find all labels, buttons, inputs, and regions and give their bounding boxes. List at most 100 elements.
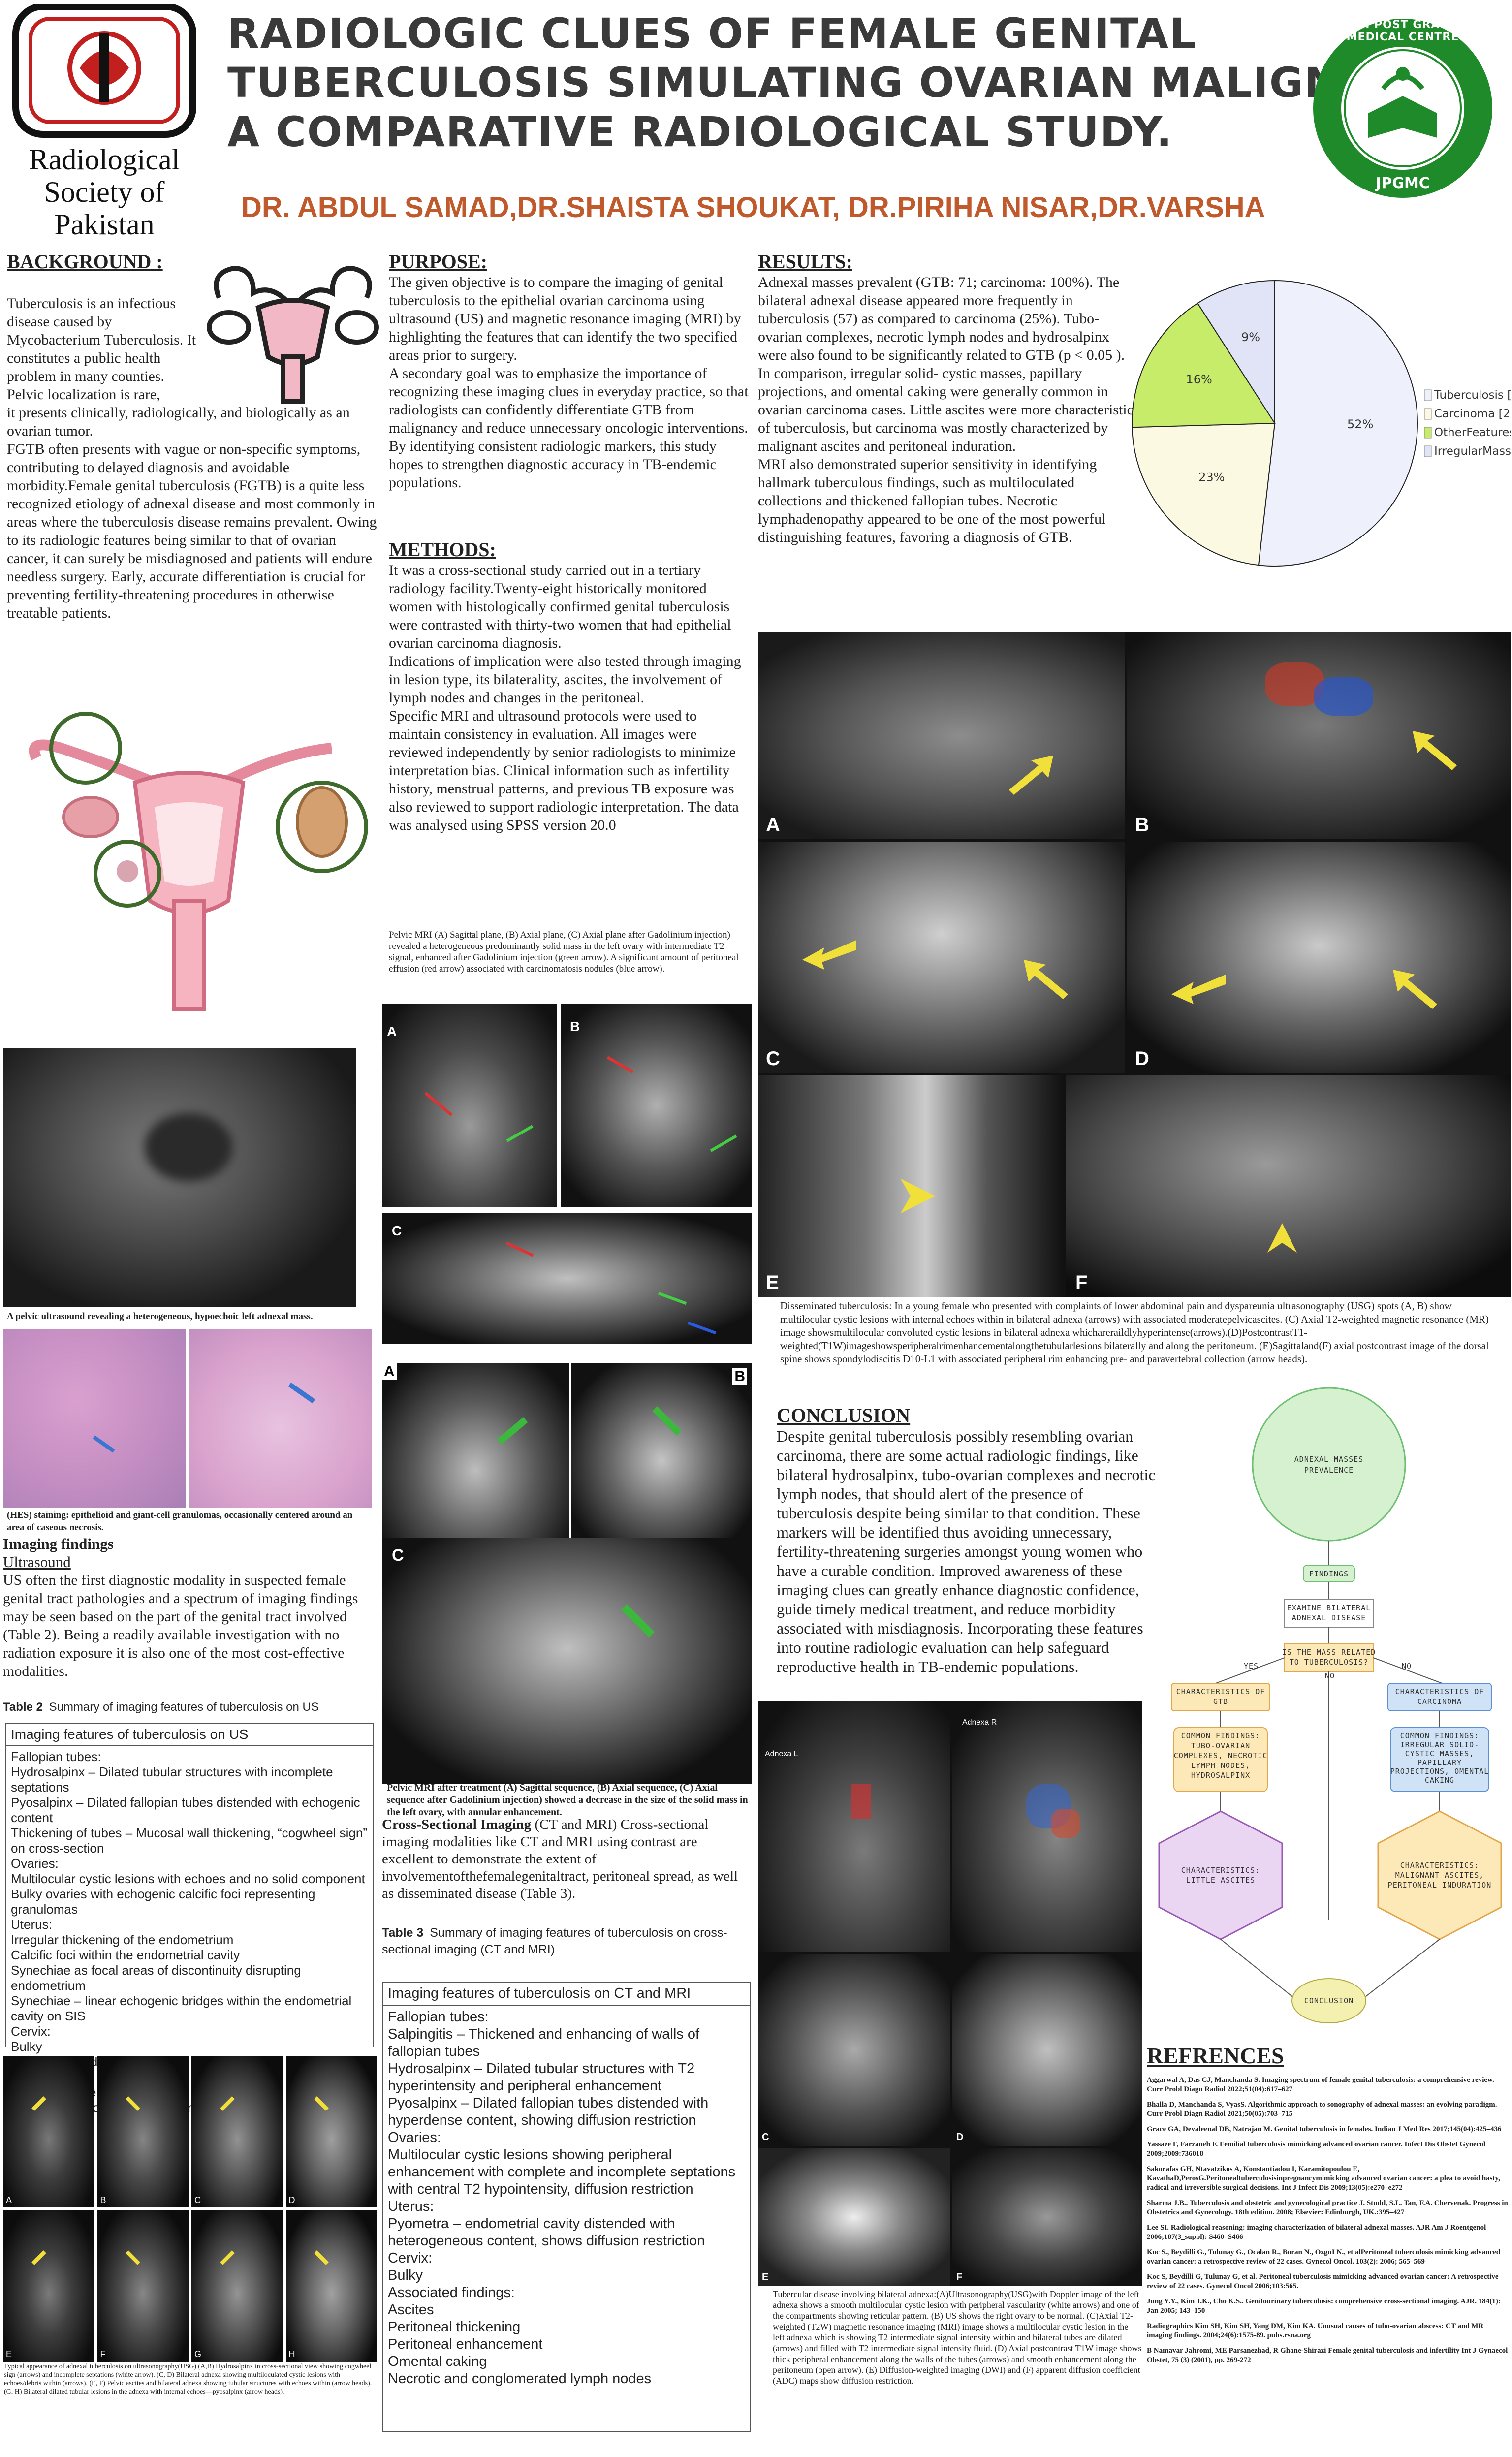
us-grid-panel: E bbox=[3, 2210, 94, 2362]
pie-percent-label: 52% bbox=[1347, 417, 1373, 431]
arrow-icon bbox=[314, 2250, 329, 2265]
dissem-arrow-d2-icon bbox=[1393, 970, 1437, 1009]
title-line-3: A Comparative Radiological Study. bbox=[227, 108, 1173, 156]
table3-row: Omental caking bbox=[388, 2354, 487, 2369]
jpgmc-logo-text: JINNAH POST GRADUATE MEDICAL CENTRE bbox=[1323, 19, 1482, 43]
us-grid-label: G bbox=[194, 2349, 202, 2359]
dissem-panel-a: A bbox=[758, 632, 1125, 839]
table2-row: Irregular thickening of the endometrium bbox=[11, 1932, 234, 1947]
jpgmc-abbr: JPGMC bbox=[1376, 175, 1430, 192]
reference-item: Lee SI. Radiological reasoning: imaging … bbox=[1147, 2224, 1486, 2241]
uterus-illustration-icon bbox=[207, 265, 379, 404]
jpgmc-logo: JINNAH POST GRADUATE MEDICAL CENTRE JPGM… bbox=[1309, 15, 1496, 202]
mri1-label-a: A bbox=[387, 1024, 397, 1039]
table3-rows: Fallopian tubes:Salpingitis – Thickened … bbox=[383, 2006, 750, 2391]
table3-row: Bulky bbox=[388, 2268, 423, 2283]
table3-row: Multilocular cystic lesions showing peri… bbox=[388, 2147, 736, 2197]
reference-item: Koc S, Beydilli G, Tulunay G, et al. Per… bbox=[1147, 2273, 1499, 2290]
tubercular-panel-c: C bbox=[758, 1954, 950, 2146]
arrow-icon bbox=[31, 2096, 46, 2111]
us-grid-label: B bbox=[100, 2195, 106, 2205]
legend-swatch bbox=[1424, 445, 1432, 457]
legend-entry: Tuberculosis [57] bbox=[1434, 389, 1511, 402]
reference-item: Grace GA, Devaleenal DB, Natrajan M. Gen… bbox=[1147, 2125, 1502, 2133]
doppler-label-right: Adnexa R bbox=[962, 1718, 997, 1727]
legend-swatch bbox=[1424, 427, 1432, 439]
background-p3: FGTB often presents with vague or non-sp… bbox=[7, 441, 377, 621]
flow-yes-label: YES bbox=[1244, 1662, 1259, 1670]
us-grid-panel: C bbox=[191, 2056, 283, 2207]
flow-examine-node bbox=[1284, 1599, 1374, 1628]
mri-after-a: A bbox=[382, 1363, 569, 1558]
table2-header: Imaging features of tuberculosis on US bbox=[6, 1724, 373, 1746]
us-grid-label: C bbox=[194, 2195, 201, 2205]
legend-swatch bbox=[1424, 408, 1432, 420]
mri-axial-c: C bbox=[382, 1213, 752, 1344]
references-section: REFRENCES Aggarwal A, Das CJ, Manchanda … bbox=[1147, 2043, 1509, 2371]
flow-end-text: CONCLUSION bbox=[1304, 1996, 1354, 2005]
results-p1: Adnexal masses prevalent (GTB: 71; carci… bbox=[758, 274, 1134, 454]
tubercular-panel-e: E bbox=[758, 2148, 950, 2286]
arrow-icon bbox=[314, 2096, 329, 2111]
purpose-p2: A secondary goal was to emphasize the im… bbox=[389, 365, 749, 491]
background-text: Tuberculosis is an infectious disease ca… bbox=[7, 294, 379, 622]
table2-row: Hydrosalpinx – Dilated tubular structure… bbox=[11, 1764, 333, 1795]
us-grid-caption: Typical appearance of adnexal tuberculos… bbox=[4, 2363, 372, 2395]
uterus-tb-diagram bbox=[7, 694, 376, 1034]
hes-caption: (HES) staining: epithelioid and giant-ce… bbox=[7, 1510, 353, 1533]
cross-sectional-heading: Cross-Sectional Imaging bbox=[382, 1817, 532, 1832]
us-grid-label: E bbox=[6, 2349, 12, 2359]
mri-sagittal-a: A bbox=[382, 1004, 557, 1207]
dissem-panel-d: D bbox=[1127, 842, 1511, 1073]
conclusion-text: Despite genital tuberculosis possibly re… bbox=[777, 1427, 1156, 1675]
methods-heading: METHODS: bbox=[389, 538, 496, 561]
table3-row: Salpingitis – Thickened and enhancing of… bbox=[388, 2026, 700, 2059]
flow-no-label: NO bbox=[1325, 1671, 1335, 1680]
imaging-findings-p1: US often the first diagnostic modality i… bbox=[3, 1572, 358, 1679]
dissem-arrowhead-f-icon bbox=[1267, 1223, 1297, 1253]
conclusion-heading: CONCLUSION bbox=[777, 1404, 911, 1426]
flow-char-right-text: CHARACTERISTICS:MALIGNANT ASCITES,PERITO… bbox=[1388, 1861, 1492, 1890]
mri-after-b: B bbox=[571, 1363, 752, 1558]
title-line-1: Radiologic Clues of Female Genital bbox=[227, 9, 1197, 58]
flow-start-node bbox=[1252, 1387, 1406, 1542]
table2-row: Pyosalpinx – Dilated fallopian tubes dis… bbox=[11, 1795, 360, 1825]
mri2-label-a: A bbox=[382, 1363, 397, 1380]
us-grid-label: D bbox=[288, 2195, 295, 2205]
table3-row: Ovaries: bbox=[388, 2130, 441, 2145]
table3-label: Table 3 bbox=[382, 1926, 424, 1940]
pie-slice bbox=[1197, 280, 1275, 425]
tubercular-label-e: E bbox=[762, 2272, 769, 2283]
dissem-arrow-c2-icon bbox=[1024, 960, 1068, 999]
flow-connector bbox=[1220, 1939, 1295, 1999]
us-grid-label: H bbox=[288, 2349, 295, 2359]
reference-item: Jung Y.Y., Kim J.K., Cho K.S.. Genitouri… bbox=[1147, 2298, 1501, 2315]
table2-row: Cervix: bbox=[11, 2024, 51, 2039]
flow-char-left-node bbox=[1158, 1810, 1283, 1940]
tubercular-panel-d: D bbox=[952, 1954, 1142, 2146]
arrow-icon bbox=[126, 2250, 140, 2265]
histology-image-right bbox=[189, 1329, 372, 1508]
us-caption: A pelvic ultrasound revealing a heteroge… bbox=[7, 1311, 313, 1322]
background-p1: Tuberculosis is an infectious disease ca… bbox=[7, 295, 196, 403]
legend-entry: OtherFeatures [18] bbox=[1434, 426, 1511, 439]
flow-no-label: NO bbox=[1402, 1662, 1412, 1670]
table2-row: Thickening of tubes – Mucosal wall thick… bbox=[11, 1826, 368, 1856]
results-section: RESULTS: Adnexal masses prevalent (GTB: … bbox=[758, 250, 1137, 546]
references-heading: REFRENCES bbox=[1147, 2043, 1284, 2068]
legend-entry: Carcinoma [25] bbox=[1434, 408, 1511, 420]
results-pie-chart: 52%23%16%9%Tuberculosis [57]Carcinoma [2… bbox=[1127, 276, 1512, 630]
us-grid-panel: A bbox=[3, 2056, 94, 2207]
ultrasound-image-left bbox=[3, 1048, 356, 1307]
background-heading: BACKGROUND : bbox=[7, 251, 163, 273]
table2-row: Bulky ovaries with echogenic calcific fo… bbox=[11, 1887, 315, 1917]
reference-item: Sharma J.B.. Tuberculosis and obstetric … bbox=[1147, 2199, 1508, 2216]
cross-sectional-text: (CT and MRI) Cross-sectional imaging mod… bbox=[382, 1817, 738, 1901]
flow-findings-text: FINDINGS bbox=[1309, 1570, 1349, 1578]
reference-item: B Namavar Jahromi, ME Parsanezhad, R Gha… bbox=[1147, 2347, 1508, 2364]
methods-section: METHODS: It was a cross-sectional study … bbox=[389, 538, 749, 834]
us-grid-panel: G bbox=[191, 2210, 283, 2362]
table3-row: Pyometra – endometrial cavity distended … bbox=[388, 2216, 705, 2249]
pie-percent-label: 23% bbox=[1198, 471, 1225, 484]
